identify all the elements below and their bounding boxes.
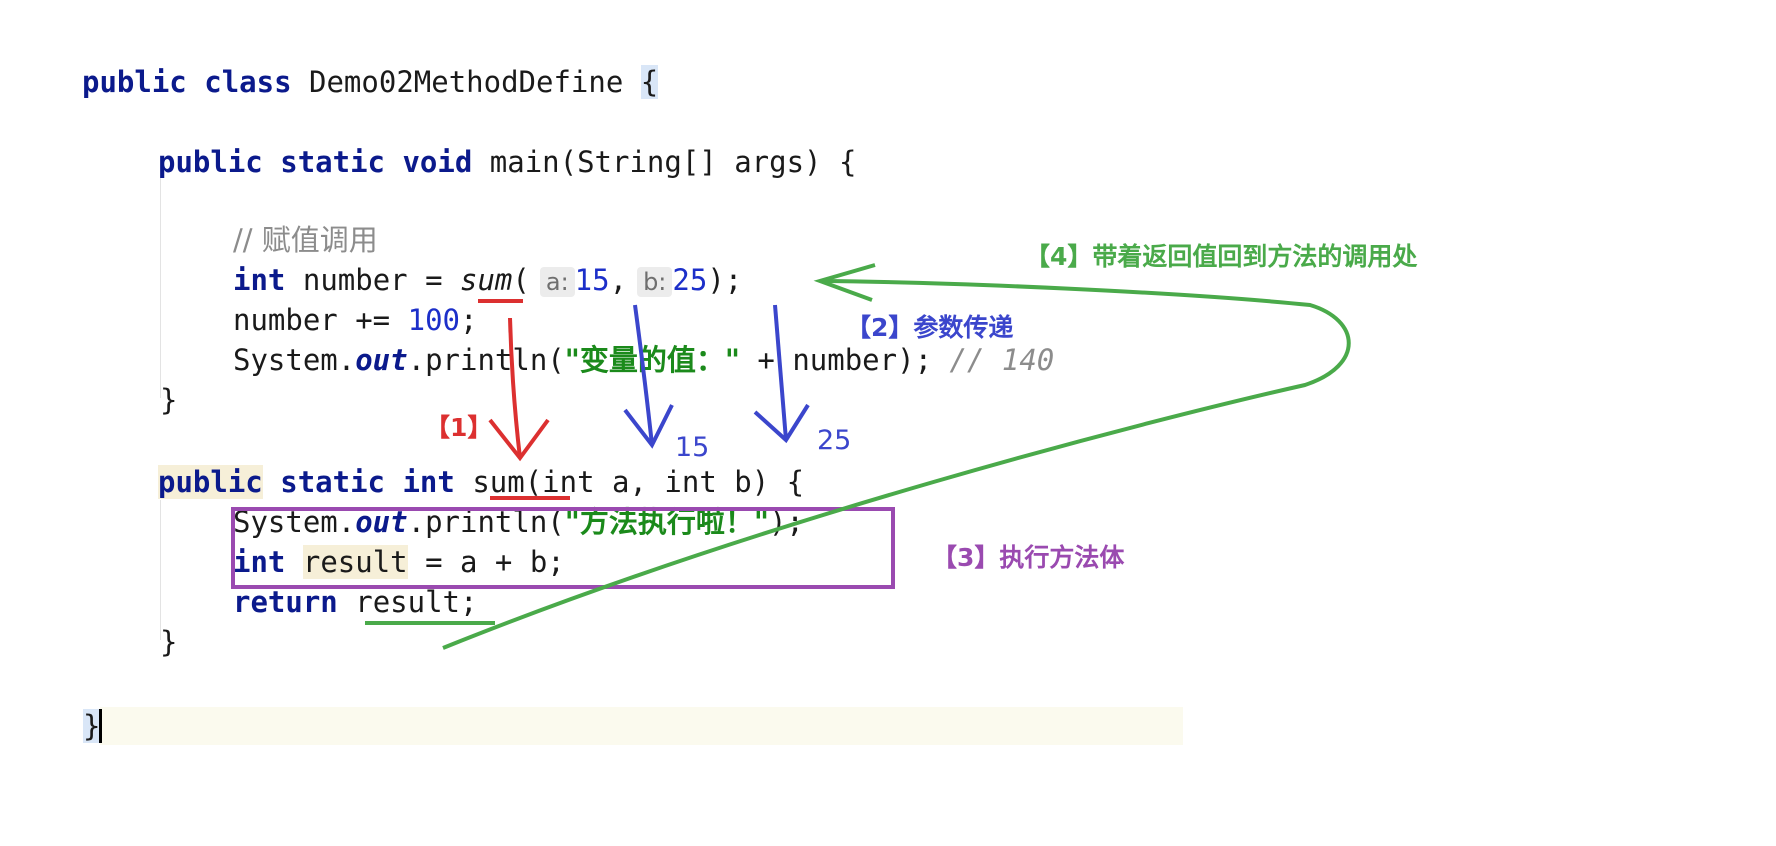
brace-highlight: {	[640, 65, 659, 99]
method-call: sum	[460, 263, 513, 297]
blue-arrow-a	[633, 304, 654, 446]
paren: (	[512, 263, 530, 297]
string-literal: "变量的值："	[564, 343, 740, 377]
result-variable: result	[302, 545, 408, 579]
out-field: out	[355, 343, 408, 377]
label-15: 15	[675, 432, 710, 463]
keyword: void	[402, 145, 473, 179]
plus-assign: number +=	[233, 303, 391, 337]
return-value: result;	[355, 585, 478, 619]
code-line-close-class[interactable]: }	[83, 706, 101, 746]
keyword: public	[82, 65, 187, 99]
code-line-main[interactable]: public static void main(String[] args) {	[158, 142, 856, 182]
code-line-result[interactable]: int result = a + b;	[233, 542, 565, 582]
print-suffix: + number);	[739, 343, 933, 377]
code-line-plus-assign[interactable]: number += 100;	[233, 300, 477, 340]
green-arrowhead	[813, 263, 876, 302]
green-return-arrow	[442, 279, 1351, 650]
brace: }	[160, 625, 178, 659]
code-line-comment[interactable]: // 赋值调用	[233, 220, 378, 260]
keyword: static	[280, 465, 385, 499]
comma: ,	[609, 263, 628, 297]
result-expression: = a + b;	[407, 545, 565, 579]
keyword: static	[280, 145, 385, 179]
annotation-step2: 【2】参数传递	[846, 313, 1014, 342]
param-hint-a: a:	[539, 267, 575, 297]
code-line-println[interactable]: System.out.println("变量的值：" + number); //…	[233, 340, 1054, 380]
indent-guide	[160, 178, 161, 398]
method-params: (int a, int b) {	[524, 465, 805, 499]
argument-a: 15	[574, 263, 610, 297]
code-line-close-sum[interactable]: }	[160, 622, 177, 662]
system-class: System.	[233, 343, 356, 377]
class-name: Demo02MethodDefine	[309, 65, 624, 99]
text-caret	[99, 709, 102, 743]
blue-arrow-b	[773, 304, 788, 441]
annotation-step4: 【4】带着返回值回到方法的调用处	[1025, 242, 1418, 271]
keyword: public	[158, 465, 263, 499]
brace: }	[160, 383, 178, 417]
indent-guide	[160, 500, 161, 640]
assignment: number =	[302, 263, 443, 297]
code-line-assign[interactable]: int number = sum( a:15, b:25);	[233, 260, 742, 300]
annotation-step3: 【3】执行方法体	[932, 543, 1125, 572]
comment: // 赋值调用	[233, 223, 378, 257]
code-line-return[interactable]: return result;	[233, 582, 477, 622]
method-signature: main(String[] args) {	[489, 145, 857, 179]
purple-method-body-box	[231, 507, 895, 589]
keyword: class	[204, 65, 292, 99]
blue-arrowhead-a	[623, 404, 674, 449]
brace-highlight: }	[83, 709, 101, 743]
red-arrowhead	[488, 418, 550, 462]
argument-b: 25	[672, 263, 708, 297]
code-line-class[interactable]: public class Demo02MethodDefine {	[82, 62, 659, 102]
code-line-close-main[interactable]: }	[160, 380, 177, 420]
code-line-sum-sig[interactable]: public static int sum(int a, int b) {	[158, 462, 804, 502]
method-name: sum	[472, 465, 525, 499]
keyword: public	[158, 145, 263, 179]
keyword: int	[233, 263, 286, 297]
param-hint-b: b:	[637, 267, 673, 297]
keyword: return	[233, 585, 338, 619]
call-end: );	[707, 263, 743, 297]
annotation-step1: 【1】	[425, 413, 493, 442]
number-literal: 100	[407, 303, 460, 337]
red-arrow	[508, 317, 522, 459]
blue-arrowhead-b	[753, 403, 810, 444]
trailing-comment: // 140	[949, 343, 1055, 377]
keyword: int	[233, 545, 286, 579]
println-call: .println(	[407, 343, 565, 377]
label-25: 25	[817, 425, 852, 456]
current-line-highlight	[100, 707, 1183, 745]
keyword: int	[402, 465, 455, 499]
semicolon: ;	[460, 303, 478, 337]
